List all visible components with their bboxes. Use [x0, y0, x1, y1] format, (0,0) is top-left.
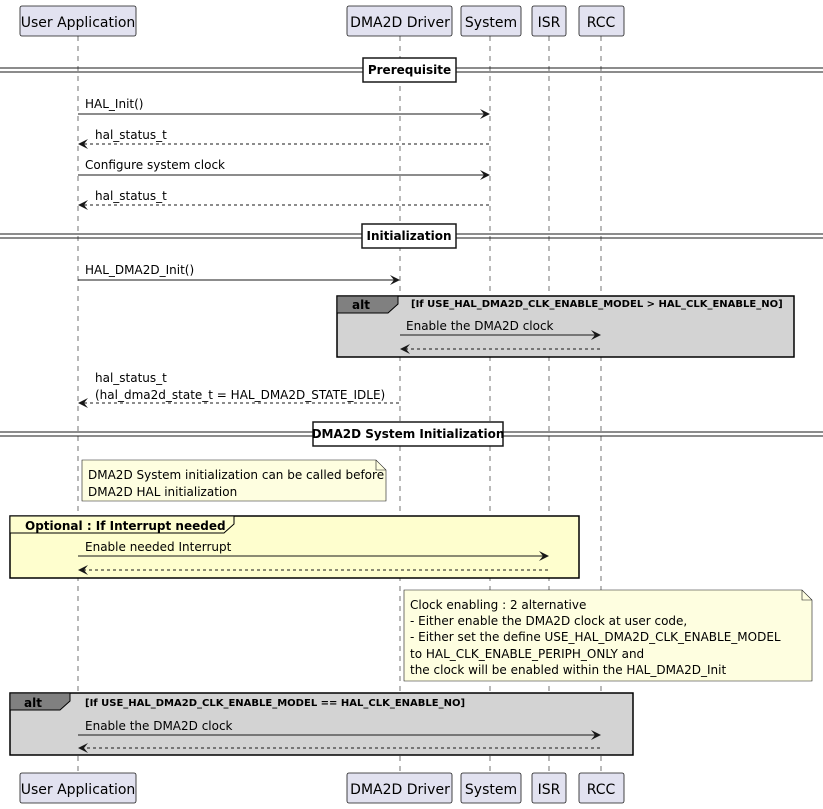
- participant-rcc-bottom: RCC: [578, 772, 625, 804]
- message-label: HAL_DMA2D_Init(): [85, 263, 194, 277]
- participant-label: DMA2D Driver: [350, 15, 450, 31]
- note-line: DMA2D HAL initialization: [88, 485, 237, 499]
- participant-system-bottom: System: [460, 772, 522, 804]
- divider-prerequisite: Prerequisite: [0, 57, 823, 83]
- participant-isr-bottom: ISR: [531, 772, 567, 804]
- message-label: Configure system clock: [85, 158, 225, 172]
- alt-keyword: alt: [24, 696, 42, 710]
- note-line: Clock enabling : 2 alternative: [410, 598, 586, 612]
- note-system-init: DMA2D System initialization can be calle…: [81, 459, 387, 502]
- participant-user-application-bottom: User Application: [19, 772, 137, 804]
- optional-fragment-interrupt: Optional : If Interrupt needed Enable ne…: [9, 515, 580, 579]
- message-enable-clock-1: Enable the DMA2D clock: [400, 319, 601, 340]
- message-configure-clock: Configure system clock: [78, 158, 490, 180]
- alt-condition: [If USE_HAL_DMA2D_CLK_ENABLE_MODEL > HAL…: [411, 299, 783, 310]
- optional-label: Optional : If Interrupt needed: [25, 519, 226, 533]
- note-line: DMA2D System initialization can be calle…: [88, 468, 384, 482]
- participant-label: System: [465, 15, 517, 31]
- divider-system-initialization: DMA2D System Initialization: [0, 421, 823, 447]
- participant-dma2d-driver: DMA2D Driver: [346, 5, 453, 37]
- message-enable-interrupt: Enable needed Interrupt: [78, 540, 549, 561]
- message-label-line1: hal_status_t: [95, 371, 167, 385]
- participants-top: User Application DMA2D Driver System ISR…: [19, 5, 625, 37]
- note-line: the clock will be enabled within the HAL…: [410, 663, 726, 677]
- participant-label: ISR: [538, 782, 561, 798]
- message-enable-clock-2: Enable the DMA2D clock: [78, 719, 601, 740]
- participants-bottom: User Application DMA2D Driver System ISR…: [19, 772, 625, 804]
- participant-label: User Application: [21, 782, 136, 798]
- note-line: - Either set the define USE_HAL_DMA2D_CL…: [410, 630, 781, 644]
- divider-initialization: Initialization: [0, 223, 823, 249]
- participant-label: RCC: [587, 15, 616, 31]
- participant-label: ISR: [538, 15, 561, 31]
- note-line: - Either enable the DMA2D clock at user …: [410, 614, 687, 628]
- divider-label: Prerequisite: [368, 63, 451, 77]
- message-label: Enable needed Interrupt: [85, 540, 232, 554]
- participant-label: User Application: [21, 15, 136, 31]
- message-label: hal_status_t: [95, 189, 167, 203]
- divider-label: Initialization: [366, 229, 451, 243]
- message-init-return: hal_status_t (hal_dma2d_state_t = HAL_DM…: [78, 371, 399, 408]
- divider-label: DMA2D System Initialization: [312, 427, 505, 441]
- participant-isr: ISR: [531, 5, 567, 37]
- alt-keyword: alt: [352, 298, 370, 312]
- participant-dma2d-driver-bottom: DMA2D Driver: [346, 772, 453, 804]
- participant-label: DMA2D Driver: [350, 782, 450, 798]
- message-hal-status-1: hal_status_t: [78, 128, 489, 149]
- message-dma2d-init: HAL_DMA2D_Init(): [78, 263, 400, 285]
- message-label: HAL_Init(): [85, 97, 143, 111]
- message-hal-init: HAL_Init(): [78, 97, 490, 119]
- alt-condition: [If USE_HAL_DMA2D_CLK_ENABLE_MODEL == HA…: [85, 698, 465, 709]
- participant-rcc: RCC: [578, 5, 625, 37]
- alt-fragment-clk-enable-no: alt [If USE_HAL_DMA2D_CLK_ENABLE_MODEL =…: [9, 692, 634, 756]
- message-label: hal_status_t: [95, 128, 167, 142]
- message-hal-status-2: hal_status_t: [78, 189, 489, 210]
- message-label-line2: (hal_dma2d_state_t = HAL_DMA2D_STATE_IDL…: [95, 388, 385, 402]
- participant-user-application: User Application: [19, 5, 137, 37]
- alt-fragment-clk-enable: alt [If USE_HAL_DMA2D_CLK_ENABLE_MODEL >…: [336, 295, 795, 358]
- note-line: to HAL_CLK_ENABLE_PERIPH_ONLY and: [410, 647, 644, 661]
- participant-system: System: [460, 5, 522, 37]
- participant-label: System: [465, 782, 517, 798]
- message-label: Enable the DMA2D clock: [85, 719, 233, 733]
- message-label: Enable the DMA2D clock: [406, 319, 554, 333]
- note-clock-enabling: Clock enabling : 2 alternative - Either …: [403, 589, 813, 682]
- participant-label: RCC: [587, 782, 616, 798]
